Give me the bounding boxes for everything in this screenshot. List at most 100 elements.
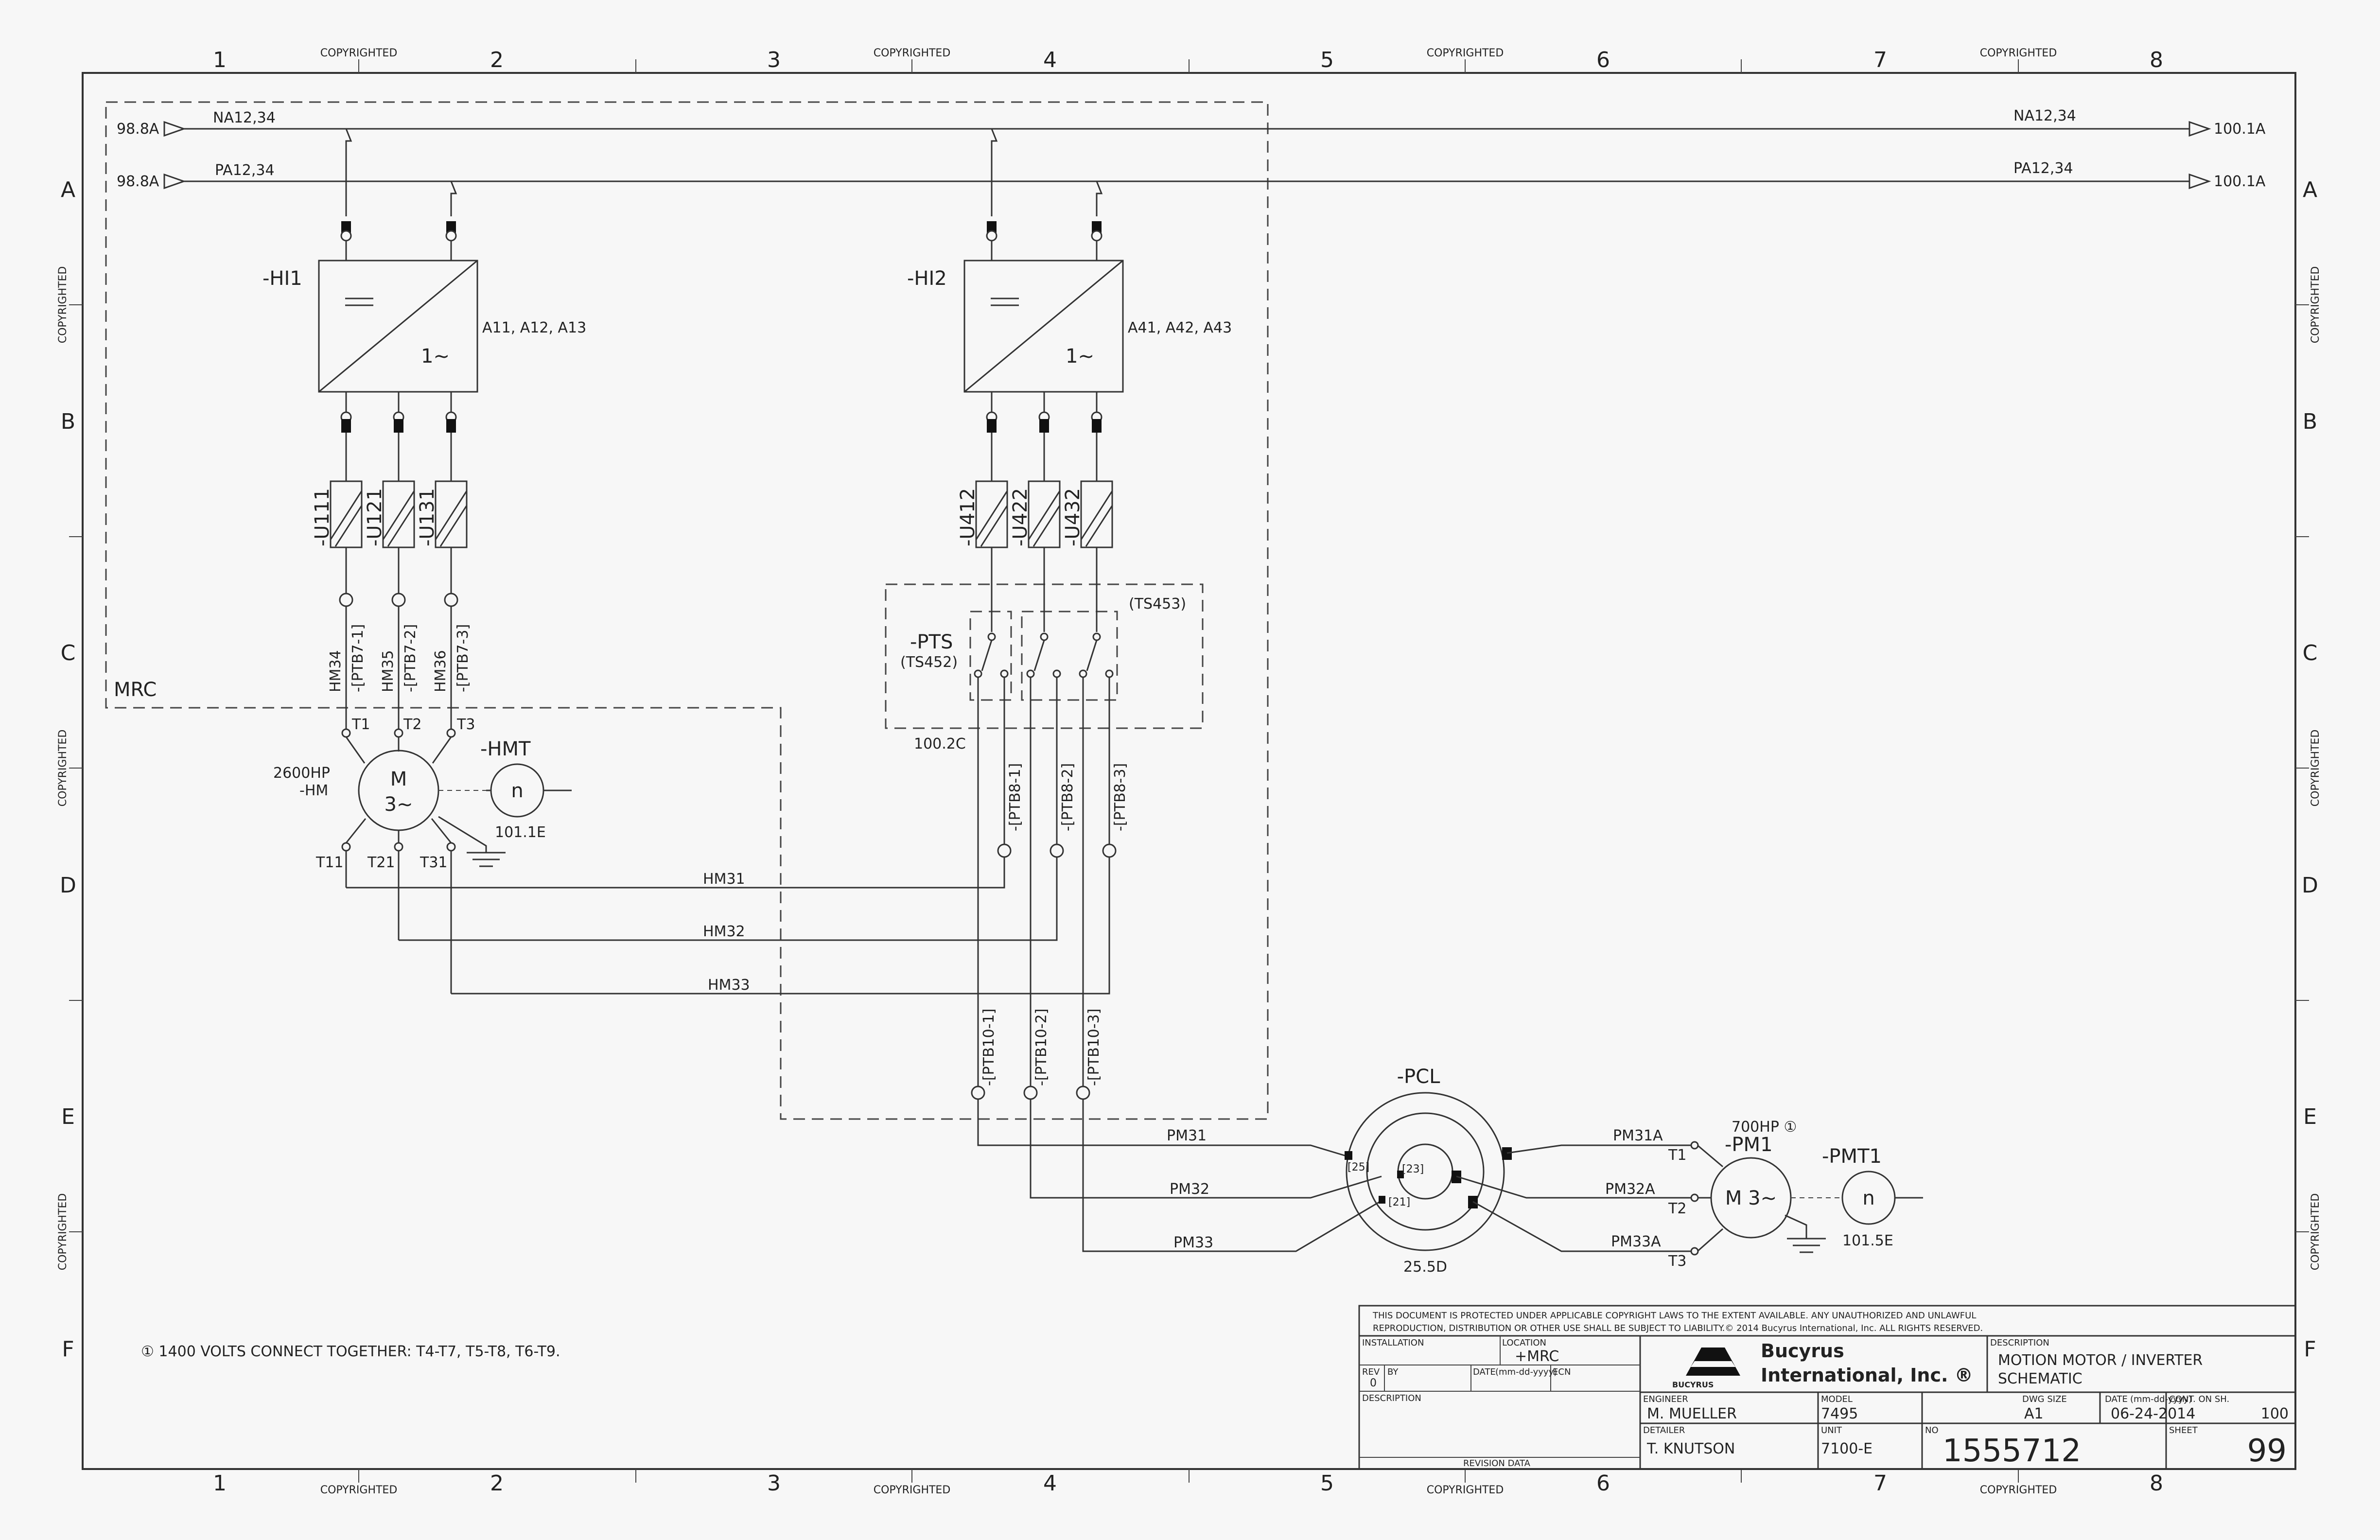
copyright-mark: COPYRIGHTED [57, 1193, 69, 1271]
drawing-description-line2: SCHEMATIC [1998, 1370, 2082, 1387]
unit-value: 7100-E [1821, 1440, 1872, 1457]
ring-25: [25] [1348, 1161, 1369, 1173]
inverter-hi2-label: -HI2 [907, 267, 947, 290]
pts-switch-group [969, 611, 1012, 701]
terminal-t2: T2 [403, 716, 421, 733]
date-format: (mm-dd-yyyy) [1495, 1367, 1557, 1377]
copyright-mark: COPYRIGHTED [57, 730, 69, 807]
terminal-pm-t1: T1 [1668, 1147, 1686, 1164]
terminal-ptb7-2: -[PTB7-2] [402, 624, 419, 692]
terminal-t1: T1 [351, 716, 370, 733]
sensor-u121-label: -U121 [364, 488, 386, 546]
pts-switch [974, 547, 1114, 1087]
engineer-label: ENGINEER [1643, 1394, 1688, 1404]
terminal-t3: T3 [456, 716, 475, 733]
tacho-hmt-ref: 101.1E [495, 824, 546, 841]
hm-return-wires [346, 843, 1117, 995]
wire-hm33: HM33 [708, 977, 750, 994]
cont-value: 100 [2261, 1405, 2289, 1422]
hm-feed [339, 547, 458, 764]
col-label-bottom: 6 [1596, 1471, 1610, 1496]
col-label-bottom: 2 [490, 1471, 504, 1496]
pts-label: -PTS [910, 631, 953, 653]
cont-label: CONT. ON SH. [2169, 1394, 2229, 1404]
copyright-mark: COPYRIGHTED [874, 47, 951, 59]
dwg-size-label: DWG SIZE [2022, 1394, 2067, 1404]
tacho-pmt1-ref: 101.5E [1842, 1232, 1893, 1249]
copyright-line-2: REPRODUCTION, DISTRIBUTION OR OTHER USE … [1373, 1323, 1983, 1333]
col-label-top: 2 [490, 48, 504, 72]
wire-hm36: HM36 [432, 650, 449, 692]
ref-100-1a: 100.1A [2214, 121, 2266, 138]
terminal-ptb10-3: -[PTB10-3] [1085, 1009, 1102, 1086]
sensor-u131-label: -U131 [416, 488, 438, 546]
wire-pm32: PM32 [1170, 1181, 1209, 1198]
pm-a-wires [1456, 1141, 1723, 1256]
drawing-border [82, 72, 2296, 1470]
row-label-right: E [2303, 1104, 2317, 1129]
mrc-cabinet-boundary [105, 101, 1269, 1120]
terminal-ptb10-2: -[PTB10-2] [1033, 1009, 1050, 1086]
date-format: (mm-dd-yyyy) [2130, 1394, 2192, 1404]
ac-symbol: 1~ [421, 345, 450, 368]
collector-ring-ref: 25.5D [1403, 1259, 1447, 1276]
copyright-mark: COPYRIGHTED [2310, 1193, 2322, 1271]
ref-100-1a: 100.1A [2214, 173, 2266, 190]
description-left-label: DESCRIPTION [1362, 1393, 1421, 1403]
tacho-hmt-label: -HMT [480, 738, 531, 760]
copyright-mark: COPYRIGHTED [874, 1484, 951, 1496]
pts-switch-group [1021, 611, 1118, 701]
row-label-right: D [2302, 873, 2318, 898]
sensor-u111-label: -U111 [311, 488, 333, 546]
col-label-top: 8 [2150, 48, 2163, 72]
wire-pm31: PM31 [1167, 1127, 1207, 1144]
col-label-bottom: 4 [1043, 1471, 1057, 1496]
sensor-u432-label: -U432 [1062, 488, 1084, 546]
ref-98-8a: 98.8A [117, 121, 159, 138]
collector-ring-label: -PCL [1397, 1066, 1440, 1088]
engineer-value: M. MUELLER [1647, 1405, 1737, 1422]
motor-hm [358, 750, 439, 831]
row-label-right: F [2304, 1337, 2316, 1362]
row-label-left: C [61, 641, 76, 665]
copyright-mark: COPYRIGHTED [2310, 266, 2322, 344]
ring-21: [21] [1388, 1196, 1410, 1208]
mrc-label: MRC [114, 679, 157, 701]
col-label-top: 1 [213, 48, 227, 72]
row-label-left: B [61, 409, 75, 434]
logo-text: BUCYRUS [1672, 1380, 1714, 1389]
detailer-label: DETAILER [1643, 1425, 1685, 1435]
revision-data-label: REVISION DATA [1463, 1458, 1531, 1469]
row-label-right: B [2303, 409, 2317, 434]
col-label-top: 3 [767, 48, 781, 72]
motor-hm-m: M [390, 768, 407, 790]
col-label-bottom: 1 [213, 1471, 227, 1496]
col-label-top: 5 [1320, 48, 1334, 72]
number-label: NO [1925, 1425, 1939, 1435]
pm-wires [977, 1099, 1382, 1252]
inverter-hi1-address: A11, A12, A13 [482, 319, 586, 336]
inverter-outputs [340, 392, 1102, 481]
wire-hm35: HM35 [380, 650, 397, 692]
inverter-hi2-address: A41, A42, A43 [1128, 319, 1232, 336]
terminal-t21: T21 [367, 854, 395, 871]
wire-na12-34: NA12,34 [213, 109, 276, 126]
ptb10-terminals [971, 1085, 1090, 1100]
drawing-description: MOTION MOTOR / INVERTER [1998, 1352, 2203, 1369]
col-label-bottom: 8 [2150, 1471, 2163, 1496]
collector-ring-pcl [1345, 1092, 1512, 1251]
ac-symbol: 1~ [1066, 345, 1094, 368]
ecn-label: ECN [1553, 1367, 1571, 1377]
row-label-left: A [61, 177, 75, 202]
rev-label: REV [1362, 1367, 1380, 1377]
company-name-line2: International, Inc. ® [1761, 1365, 1973, 1386]
wire-pm33: PM33 [1173, 1234, 1213, 1251]
drawing-number: 1555712 [1942, 1433, 2081, 1469]
sheet-number: 99 [2247, 1433, 2287, 1469]
row-label-right: C [2303, 641, 2318, 665]
ring-23: [23] [1402, 1163, 1424, 1175]
col-label-bottom: 3 [767, 1471, 781, 1496]
dwg-size-value: A1 [2024, 1405, 2044, 1422]
motor-pm1-label: -PM1 [1725, 1134, 1773, 1156]
